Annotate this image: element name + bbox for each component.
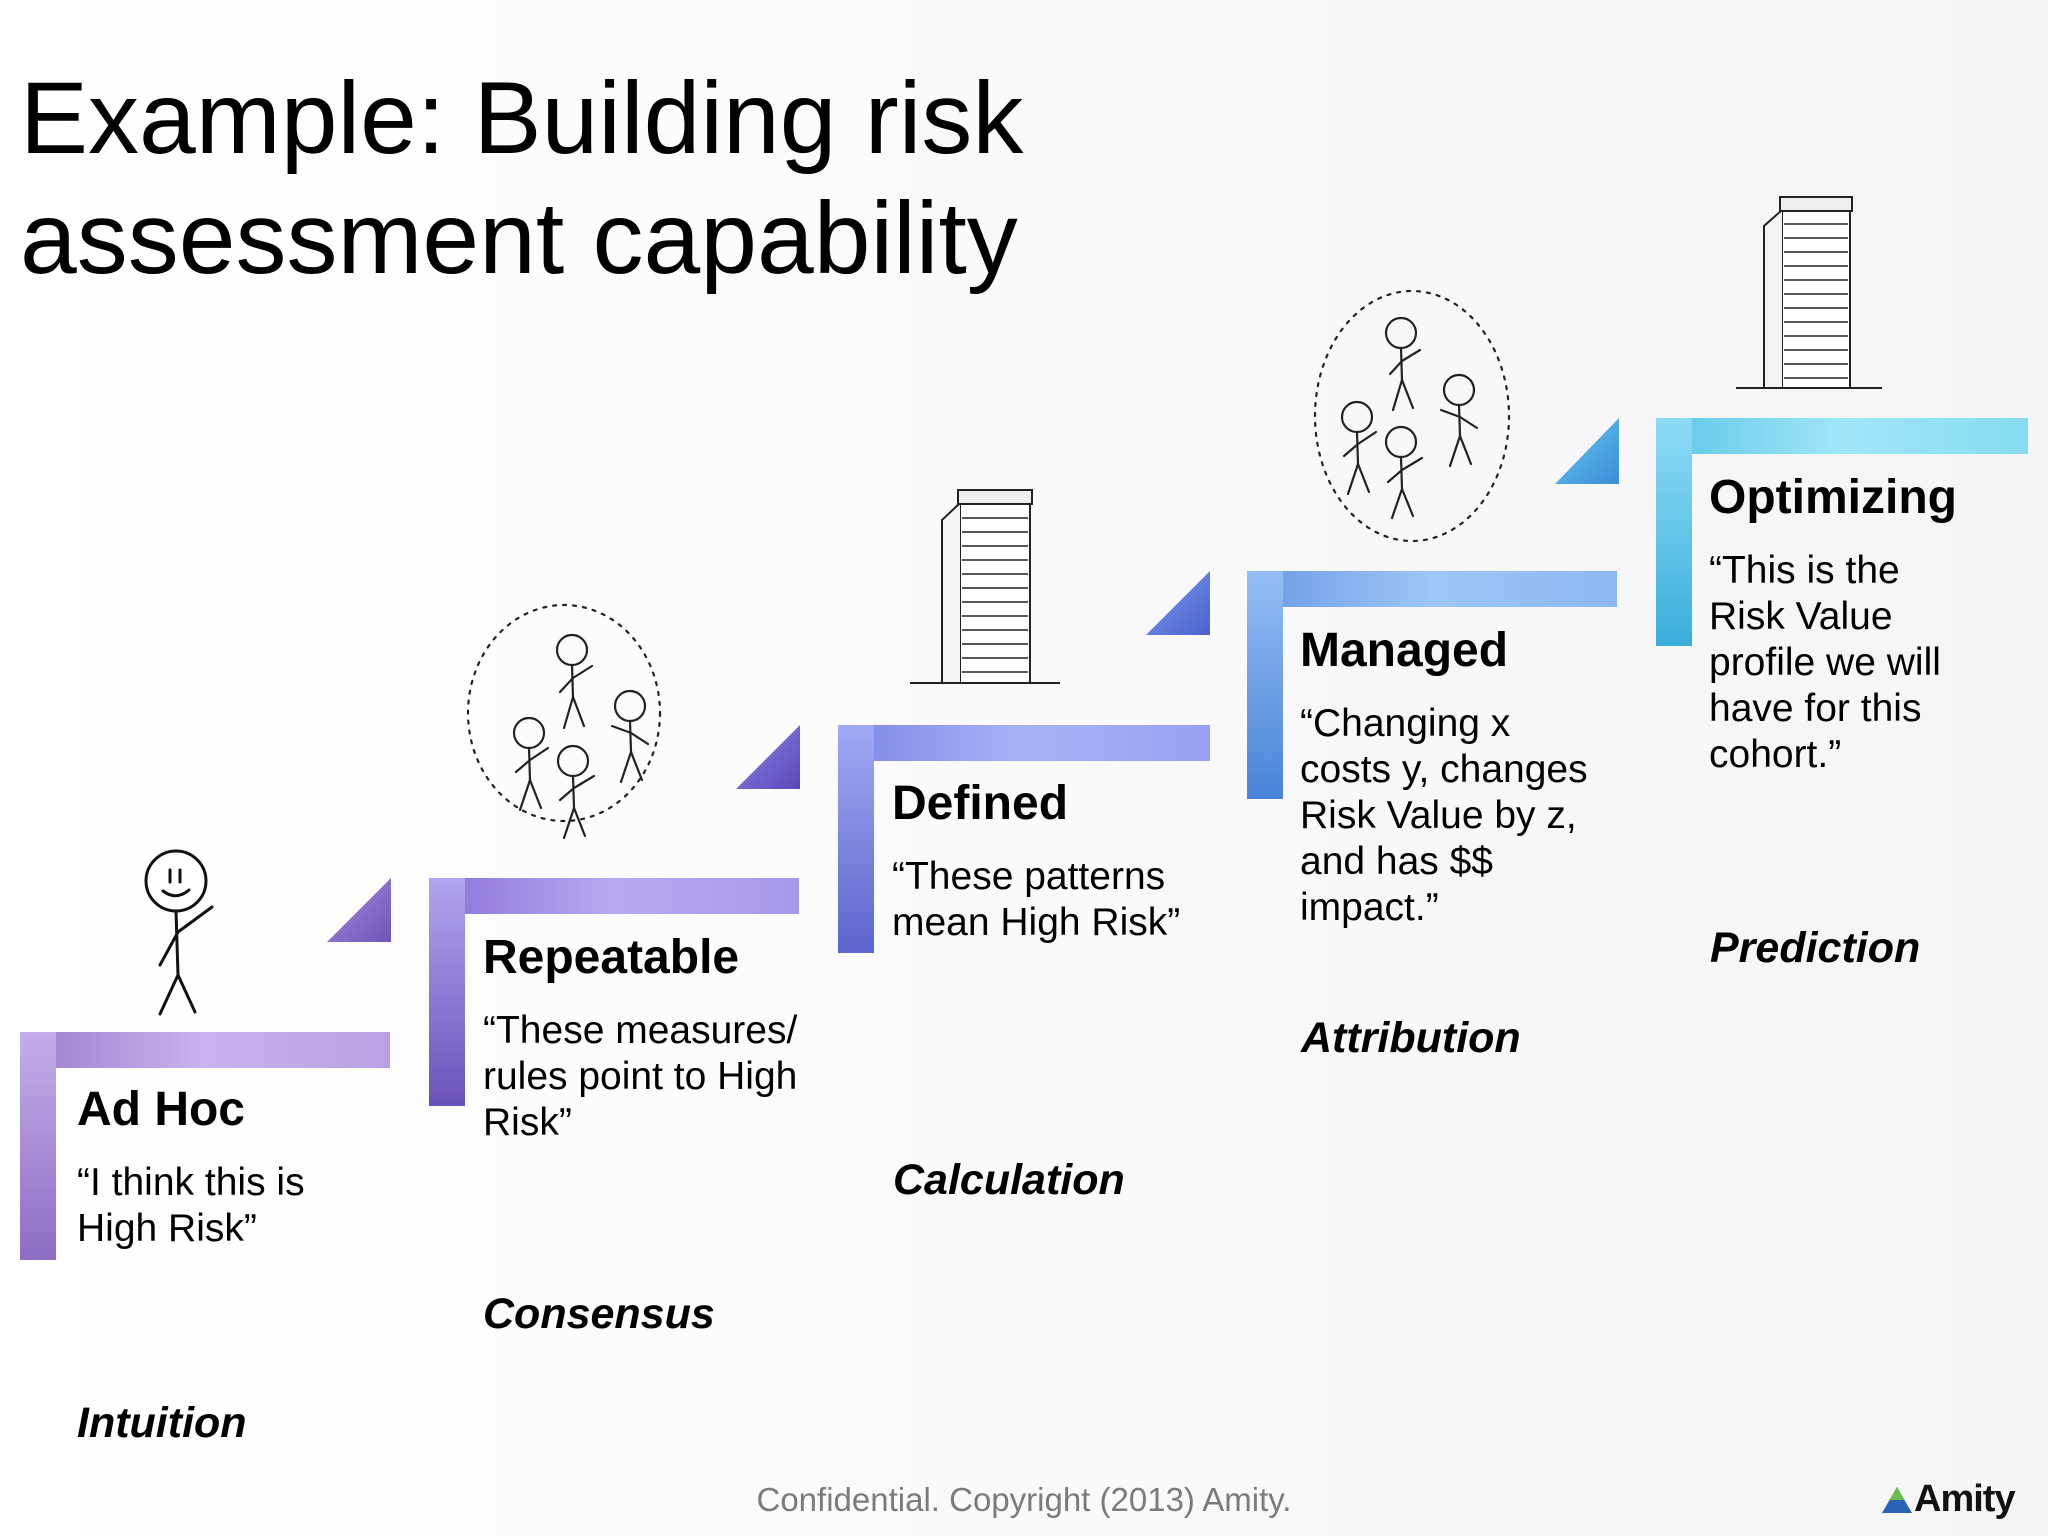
step-quote: “I think this is High Risk” [77, 1160, 305, 1252]
triangle-logo-icon [1882, 1486, 1912, 1513]
step-caption-prediction: Prediction [1710, 924, 1921, 972]
step-name: Repeatable [483, 931, 740, 984]
step-optimizing: Optimizing “This is the Risk Value profi… [1709, 470, 1957, 778]
step-bracket-repeatable [429, 878, 799, 1106]
step-name: Ad Hoc [77, 1083, 245, 1136]
building-icon [1736, 196, 1882, 389]
group-of-people-icon [1313, 289, 1511, 543]
step-name: Defined [892, 777, 1069, 830]
step-quote-line: have for this [1709, 687, 1922, 730]
amity-logo: Amity [1880, 1478, 2016, 1521]
step-up-triangle-1 [327, 878, 391, 942]
step-quote-line: mean High Risk” [892, 901, 1181, 944]
step-quote-line: “These measures/ [483, 1009, 798, 1052]
step-bracket-optimizing [1656, 418, 2028, 646]
step-defined: Defined “These patterns mean High Risk” [892, 776, 1180, 946]
slide-title: Example: Building risk assessment capabi… [20, 58, 1120, 298]
step-quote-line: profile we will [1709, 641, 1941, 684]
building-icon [910, 489, 1060, 684]
step-bracket-ad-hoc [20, 1032, 390, 1260]
step-managed: Managed “Changing x costs y, changes Ris… [1300, 623, 1588, 931]
step-repeatable: Repeatable “These measures/ rules point … [483, 930, 797, 1146]
step-quote-line: rules point to High [483, 1055, 798, 1098]
step-quote-line: Risk Value by z, [1300, 794, 1577, 837]
step-quote: “Changing x costs y, changes Risk Value … [1300, 701, 1588, 931]
step-bracket-defined [838, 725, 1210, 953]
step-quote-line: “These patterns [892, 855, 1166, 898]
stick-figure-icon [144, 849, 214, 1016]
slide-title-line-1: Example: Building risk [20, 61, 1024, 175]
step-name: Managed [1300, 624, 1509, 677]
step-quote-line: “I think this is [77, 1161, 305, 1204]
step-name: Optimizing [1709, 471, 1957, 524]
step-quote-line: cohort.” [1709, 733, 1842, 776]
step-caption-calculation: Calculation [893, 1156, 1125, 1204]
step-quote-line: costs y, changes [1300, 748, 1588, 791]
step-up-triangle-2 [736, 725, 800, 789]
step-quote-line: and has $$ [1300, 840, 1494, 883]
step-quote-line: impact.” [1300, 886, 1439, 929]
step-quote: “These patterns mean High Risk” [892, 854, 1180, 946]
step-quote: “These measures/ rules point to High Ris… [483, 1008, 797, 1146]
step-quote: “This is the Risk Value profile we will … [1709, 548, 1957, 778]
slide-title-line-2: assessment capability [20, 181, 1018, 295]
step-up-triangle-3 [1146, 571, 1210, 635]
step-quote-line: High Risk” [77, 1207, 257, 1250]
step-quote-line: “This is the [1709, 549, 1900, 592]
step-caption-intuition: Intuition [77, 1399, 247, 1447]
step-bracket-managed [1247, 571, 1617, 799]
step-quote-line: Risk” [483, 1101, 572, 1144]
footer-copyright: Confidential. Copyright (2013) Amity. [756, 1481, 1292, 1518]
step-ad-hoc: Ad Hoc “I think this is High Risk” [77, 1082, 305, 1252]
step-caption-consensus: Consensus [483, 1290, 715, 1338]
step-up-triangle-4 [1555, 418, 1619, 484]
step-quote-line: Risk Value [1709, 595, 1893, 638]
step-quote-line: “Changing x [1300, 702, 1511, 745]
step-caption-attribution: Attribution [1301, 1014, 1521, 1062]
group-of-people-icon [466, 603, 662, 840]
logo-text: Amity [1914, 1478, 2016, 1520]
